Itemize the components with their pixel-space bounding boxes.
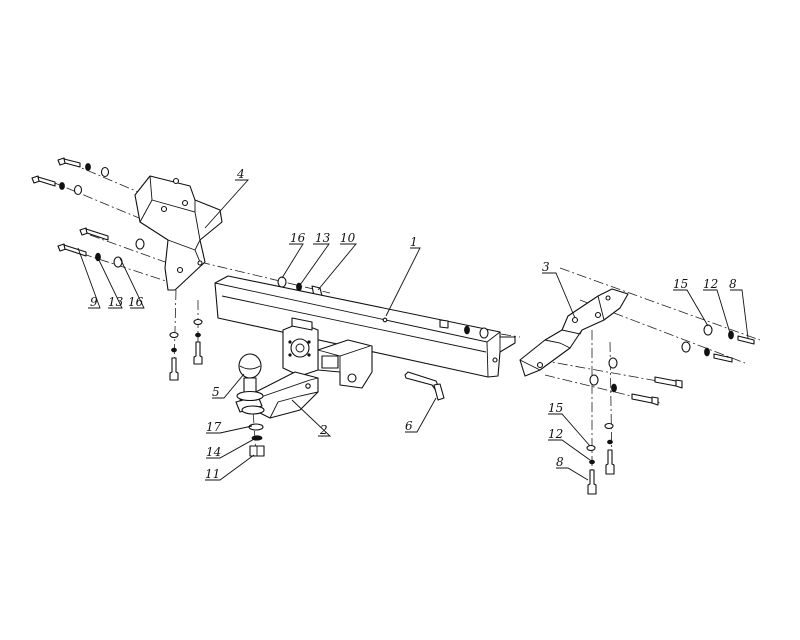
lock-washer-13 xyxy=(95,252,101,262)
bolt-8 xyxy=(737,335,755,345)
callout-6: 6 xyxy=(405,419,413,433)
lock-washer xyxy=(171,347,177,353)
callout-5: 5 xyxy=(212,385,220,399)
washer-17 xyxy=(248,423,264,431)
lock-washer-12 xyxy=(589,459,595,465)
pin-6 xyxy=(404,371,445,401)
callout-16-tube: 16 xyxy=(290,231,306,245)
flat-washer-15 xyxy=(703,324,713,336)
lock-washer xyxy=(195,332,201,338)
bolt-9 xyxy=(57,243,87,257)
flat-washer xyxy=(193,318,203,326)
lock-washer xyxy=(85,163,91,171)
bolt xyxy=(193,341,203,365)
bracket-3 xyxy=(519,288,629,377)
callout-12-lower: 12 xyxy=(548,427,563,441)
callout-14: 14 xyxy=(206,445,221,459)
callout-17: 17 xyxy=(206,420,222,434)
ball-hardware xyxy=(248,423,265,457)
bolt-8 xyxy=(587,469,597,495)
right-vertical-hardware xyxy=(586,422,615,495)
left-lower-hardware xyxy=(57,227,145,268)
bracket-4 xyxy=(134,175,223,291)
callout-10: 10 xyxy=(340,231,356,245)
tube-right-hardware xyxy=(439,319,489,339)
lock-washer-12 xyxy=(728,330,734,340)
callout-8-lower: 8 xyxy=(556,455,564,469)
flat-washer xyxy=(100,166,110,178)
callout-15-upper: 15 xyxy=(673,277,688,291)
bolt xyxy=(654,376,677,387)
leader-lines xyxy=(77,179,749,481)
flat-washer-15 xyxy=(586,444,596,452)
flat-washer xyxy=(135,238,145,250)
callout-16-left: 16 xyxy=(128,295,144,309)
callout-2: 2 xyxy=(319,423,328,437)
callout-9: 9 xyxy=(90,295,98,309)
flat-washer-16 xyxy=(113,256,123,268)
bolt xyxy=(57,157,81,168)
callout-13-tube: 13 xyxy=(315,231,331,245)
bolt xyxy=(631,393,653,404)
flat-washer xyxy=(169,331,179,339)
bolt xyxy=(169,357,179,381)
bolt-9 xyxy=(79,227,109,241)
left-vertical-hardware xyxy=(169,318,203,381)
flat-washer-16 xyxy=(277,276,287,288)
bolt xyxy=(31,175,56,187)
callout-4: 4 xyxy=(236,167,245,181)
callout-labels: 1 2 3 4 5 6 8 8 9 10 11 12 12 13 13 14 1… xyxy=(90,167,737,481)
callout-11: 11 xyxy=(205,467,220,481)
tow-ball-5 xyxy=(236,353,265,415)
callout-12-upper: 12 xyxy=(703,277,718,291)
callout-15-lower: 15 xyxy=(548,401,563,415)
socket-plate xyxy=(282,317,319,377)
callout-1: 1 xyxy=(410,235,418,249)
callout-13-left: 13 xyxy=(108,295,124,309)
callout-8-upper: 8 xyxy=(729,277,737,291)
right-horizontal-hardware xyxy=(589,324,755,406)
crossbar-1 xyxy=(214,275,516,378)
lock-washer xyxy=(59,182,65,190)
callout-3: 3 xyxy=(542,260,550,274)
flat-washer xyxy=(73,184,83,196)
receiver xyxy=(317,339,373,389)
left-upper-hardware xyxy=(31,157,110,196)
